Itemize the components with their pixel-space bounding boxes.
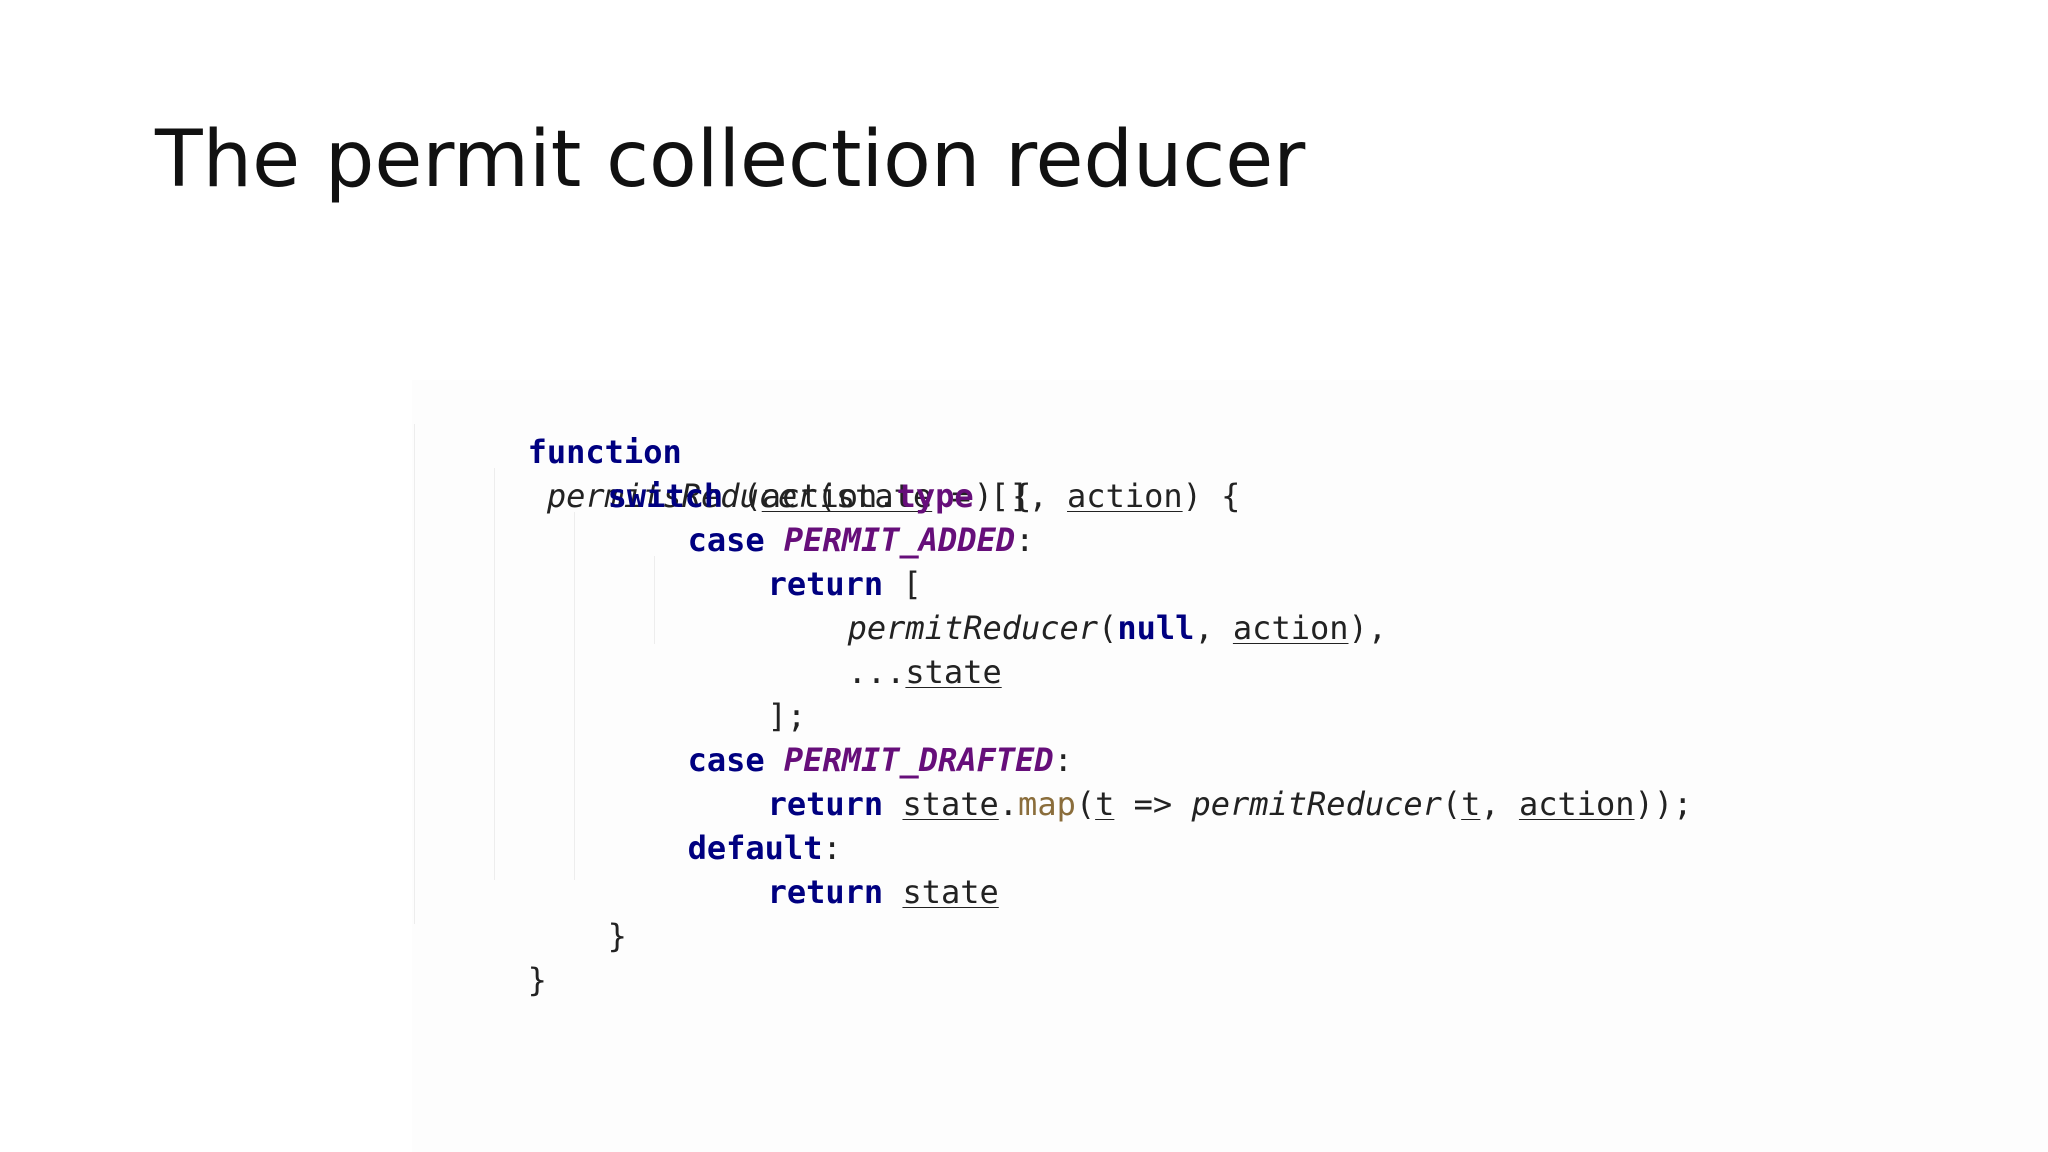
var-action: action	[1518, 785, 1635, 823]
dot: .	[998, 785, 1019, 823]
param-action: action	[1067, 477, 1183, 515]
open-paren: (	[1098, 609, 1118, 647]
default-value: = [],	[932, 477, 1068, 515]
close-brace: }	[527, 961, 547, 999]
keyword-return: return	[767, 565, 884, 603]
keyword-default: default	[687, 829, 823, 867]
var-state: state	[902, 785, 999, 823]
code-line-11: return state	[652, 826, 999, 911]
code-line-2: switch (action.type) {	[492, 430, 1032, 515]
close-brace-open: ) {	[973, 477, 1032, 515]
const-permit-added: PERMIT_ADDED	[783, 521, 1016, 559]
open-paren: (	[816, 477, 836, 515]
indent-guide-level-4	[654, 556, 655, 644]
open-paren: (	[1441, 785, 1462, 823]
open-paren: (	[1075, 785, 1096, 823]
close-parens-semicolon: ));	[1634, 785, 1693, 823]
var-state: state	[905, 653, 1002, 691]
keyword-return: return	[767, 785, 884, 823]
code-line-7: ];	[652, 650, 807, 735]
function-call-permit-reducer: permitReducer	[847, 609, 1099, 647]
dot: .	[877, 477, 897, 515]
code-line-4: return [	[652, 518, 922, 603]
code-line-3: case PERMIT_ADDED:	[572, 474, 1035, 559]
code-space	[883, 785, 902, 823]
close-bracket: ];	[767, 697, 807, 735]
code-snippet-image: function permitsReducer(state = [], acti…	[412, 380, 2048, 1152]
const-permit-drafted: PERMIT_DRAFTED	[783, 741, 1054, 779]
code-line-5: permitReducer(null, action),	[732, 562, 1387, 647]
comma: ,	[1480, 785, 1519, 823]
open-bracket: [	[883, 565, 922, 603]
comma: ,	[1194, 609, 1233, 647]
slide-title: The permit collection reducer	[155, 115, 1306, 205]
code-line-12: }	[492, 870, 627, 955]
spread-operator: ...	[847, 653, 906, 691]
keyword-case: case	[687, 521, 765, 559]
arrow-operator: =>	[1114, 785, 1192, 823]
close-paren-comma: ),	[1348, 609, 1388, 647]
var-action: action	[761, 477, 878, 515]
indent-guide-level-3	[574, 512, 575, 880]
keyword-case: case	[687, 741, 765, 779]
code-line-13: }	[412, 914, 547, 999]
var-state: state	[902, 873, 999, 911]
indent-guide-level-2	[494, 468, 495, 880]
prop-type: type	[896, 477, 974, 515]
code-line-8: case PERMIT_DRAFTED:	[572, 694, 1073, 779]
colon: :	[822, 829, 842, 867]
colon: :	[1053, 741, 1073, 779]
function-call-permit-reducer: permitReducer	[1191, 785, 1442, 823]
code-line-10: default:	[572, 782, 842, 867]
keyword-switch: switch	[607, 477, 724, 515]
close-brace-open: ) {	[1182, 477, 1241, 515]
open-paren: (	[723, 477, 762, 515]
param-state: state	[835, 477, 933, 515]
var-t: t	[1095, 785, 1115, 823]
method-map: map	[1018, 785, 1076, 823]
var-action: action	[1232, 609, 1349, 647]
code-line-6: ...state	[732, 606, 1002, 691]
keyword-null: null	[1117, 609, 1195, 647]
keyword-return: return	[767, 873, 884, 911]
close-brace: }	[607, 917, 627, 955]
keyword-function: function	[527, 433, 682, 471]
code-space	[883, 873, 902, 911]
indent-guide-level-1	[414, 424, 415, 924]
code-line-1: function permitsReducer(state = [], acti…	[412, 386, 1241, 515]
function-name: permitsReducer	[546, 477, 817, 515]
code-line-9: return state.map(t => permitReducer(t, a…	[652, 738, 1693, 823]
var-t: t	[1461, 785, 1481, 823]
colon: :	[1015, 521, 1035, 559]
